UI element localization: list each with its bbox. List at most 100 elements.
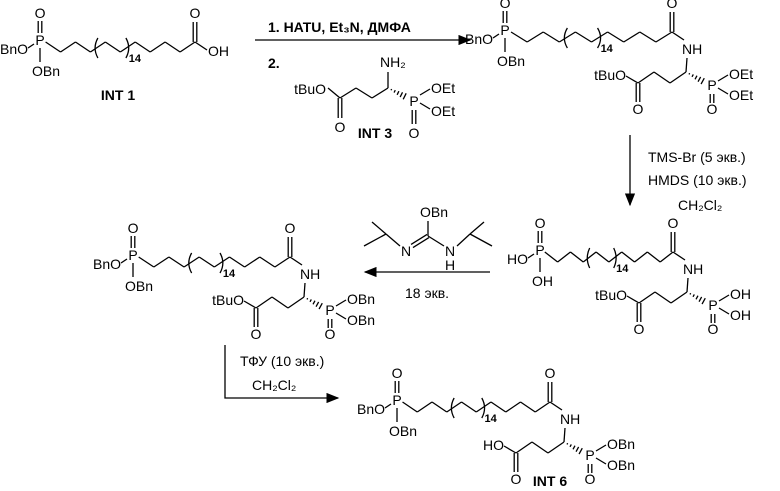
- chain-bond: [491, 402, 506, 412]
- repeat-count: 14: [129, 53, 142, 65]
- ester-carbonyl-oxygen: O: [633, 101, 644, 117]
- bond: [596, 445, 606, 451]
- hashed-wedge-bond: [316, 302, 319, 307]
- bond: [470, 222, 484, 234]
- carbonyl-oxygen: O: [190, 5, 201, 21]
- ester-carbonyl-oxygen: O: [335, 119, 346, 135]
- chain-bond: [521, 402, 536, 412]
- bond: [627, 296, 639, 303]
- left-substituent: BnO: [0, 41, 28, 57]
- chain-bond: [535, 402, 550, 412]
- bond: [550, 402, 562, 410]
- bond: [372, 88, 388, 98]
- hashed-wedge-bond: [394, 90, 395, 92]
- amide-nh: NH: [683, 261, 703, 277]
- phosphonate-substituent-upper: OH: [730, 286, 751, 302]
- hashed-wedge-bond: [400, 92, 402, 97]
- hydroxyl-group: OH: [208, 43, 229, 59]
- bond: [420, 103, 430, 109]
- chain-bond: [656, 32, 672, 42]
- phosphoryl-oxygen: O: [707, 101, 718, 117]
- chain-bond: [154, 257, 169, 267]
- bond: [356, 88, 372, 98]
- hashed-wedge-bond: [313, 301, 315, 305]
- hashed-wedge-bond: [567, 443, 568, 444]
- hashed-wedge-bond: [573, 446, 575, 450]
- step2-reagent-1: TMS-Br (5 экв.): [648, 149, 746, 165]
- bond: [528, 254, 534, 258]
- step4-solvent: CH₂Cl₂: [252, 377, 296, 393]
- phosphorus-atom: P: [392, 392, 401, 408]
- int3-label: INT 3: [358, 125, 392, 141]
- chain-bond: [545, 252, 558, 262]
- bond: [256, 297, 272, 308]
- amide-nh: NH: [560, 411, 580, 427]
- chain-bond: [608, 32, 624, 42]
- chain-bond: [135, 42, 150, 52]
- bond: [304, 283, 305, 297]
- bond: [564, 428, 565, 442]
- bond: [638, 72, 654, 83]
- bottom-substituent: OBn: [32, 63, 60, 79]
- oxygen-atom: O: [535, 215, 546, 231]
- oxygen-atom: O: [500, 0, 511, 11]
- bond: [719, 308, 729, 314]
- chain-bond: [622, 252, 635, 262]
- phosphorus-atom: P: [128, 247, 137, 263]
- bond: [195, 42, 207, 50]
- carbonyl-oxygen: O: [668, 215, 679, 231]
- bond: [364, 234, 386, 246]
- ester-carbonyl-oxygen: O: [251, 326, 262, 342]
- chain-bond: [660, 252, 673, 262]
- bond: [671, 292, 687, 303]
- hashed-wedge-bond: [307, 298, 308, 299]
- bond: [719, 295, 729, 301]
- chain-bond: [245, 257, 260, 267]
- phosphorus-atom: P: [585, 447, 594, 463]
- bond: [340, 88, 356, 98]
- chain-bond: [432, 402, 447, 412]
- bond: [516, 442, 532, 453]
- bottom-substituent: OBn: [125, 278, 153, 294]
- bond: [290, 257, 302, 265]
- molecule-phosphonic_acid: POHOOH14ONHPOOHOHOtBuO: [507, 215, 751, 337]
- ester-group: tBuO: [294, 81, 326, 97]
- left-substituent: BnO: [93, 256, 121, 272]
- chain-bond: [46, 42, 61, 52]
- hashed-wedge-bond: [403, 93, 406, 99]
- chain-bond: [403, 402, 418, 412]
- hashed-wedge-bond: [692, 74, 693, 76]
- carbonyl-oxygen: O: [667, 0, 678, 11]
- bond: [328, 88, 340, 98]
- int1-label: INT 1: [101, 87, 135, 103]
- hashed-wedge-bond: [695, 76, 697, 80]
- bond: [686, 58, 687, 72]
- ester-carbonyl-oxygen: O: [634, 321, 645, 337]
- bond: [493, 34, 499, 38]
- chain-bond: [559, 32, 575, 42]
- phosphonate-substituent-lower: OEt: [729, 87, 753, 103]
- bottom-substituent: OBn: [389, 423, 417, 439]
- amine-hydrogen: H: [445, 257, 455, 273]
- repeat-count: 14: [485, 413, 498, 425]
- phosphorus-atom: P: [325, 302, 334, 318]
- chain-bond: [583, 252, 596, 262]
- step1-reagent-2-number: 2.: [268, 55, 280, 71]
- step2-solvent: CH₂Cl₂: [678, 197, 722, 213]
- bond: [336, 313, 346, 319]
- bond: [670, 72, 686, 83]
- ethoxy-group-upper: OEt: [431, 80, 455, 96]
- step1-reagent-1: 1. HATU, Et₃N, ДМФА: [268, 19, 411, 35]
- phosphorus-atom: P: [535, 242, 544, 258]
- amide-nh: NH: [300, 266, 320, 282]
- chain-bond: [184, 257, 199, 267]
- left-substituent: BnO: [357, 401, 385, 417]
- repeat-count: 14: [616, 263, 629, 275]
- chain-bond: [75, 42, 90, 52]
- hashed-wedge-bond: [702, 298, 705, 304]
- bond: [428, 236, 444, 246]
- phosphonate-substituent-lower: OH: [730, 307, 751, 323]
- bond: [718, 75, 728, 81]
- bond: [672, 32, 684, 40]
